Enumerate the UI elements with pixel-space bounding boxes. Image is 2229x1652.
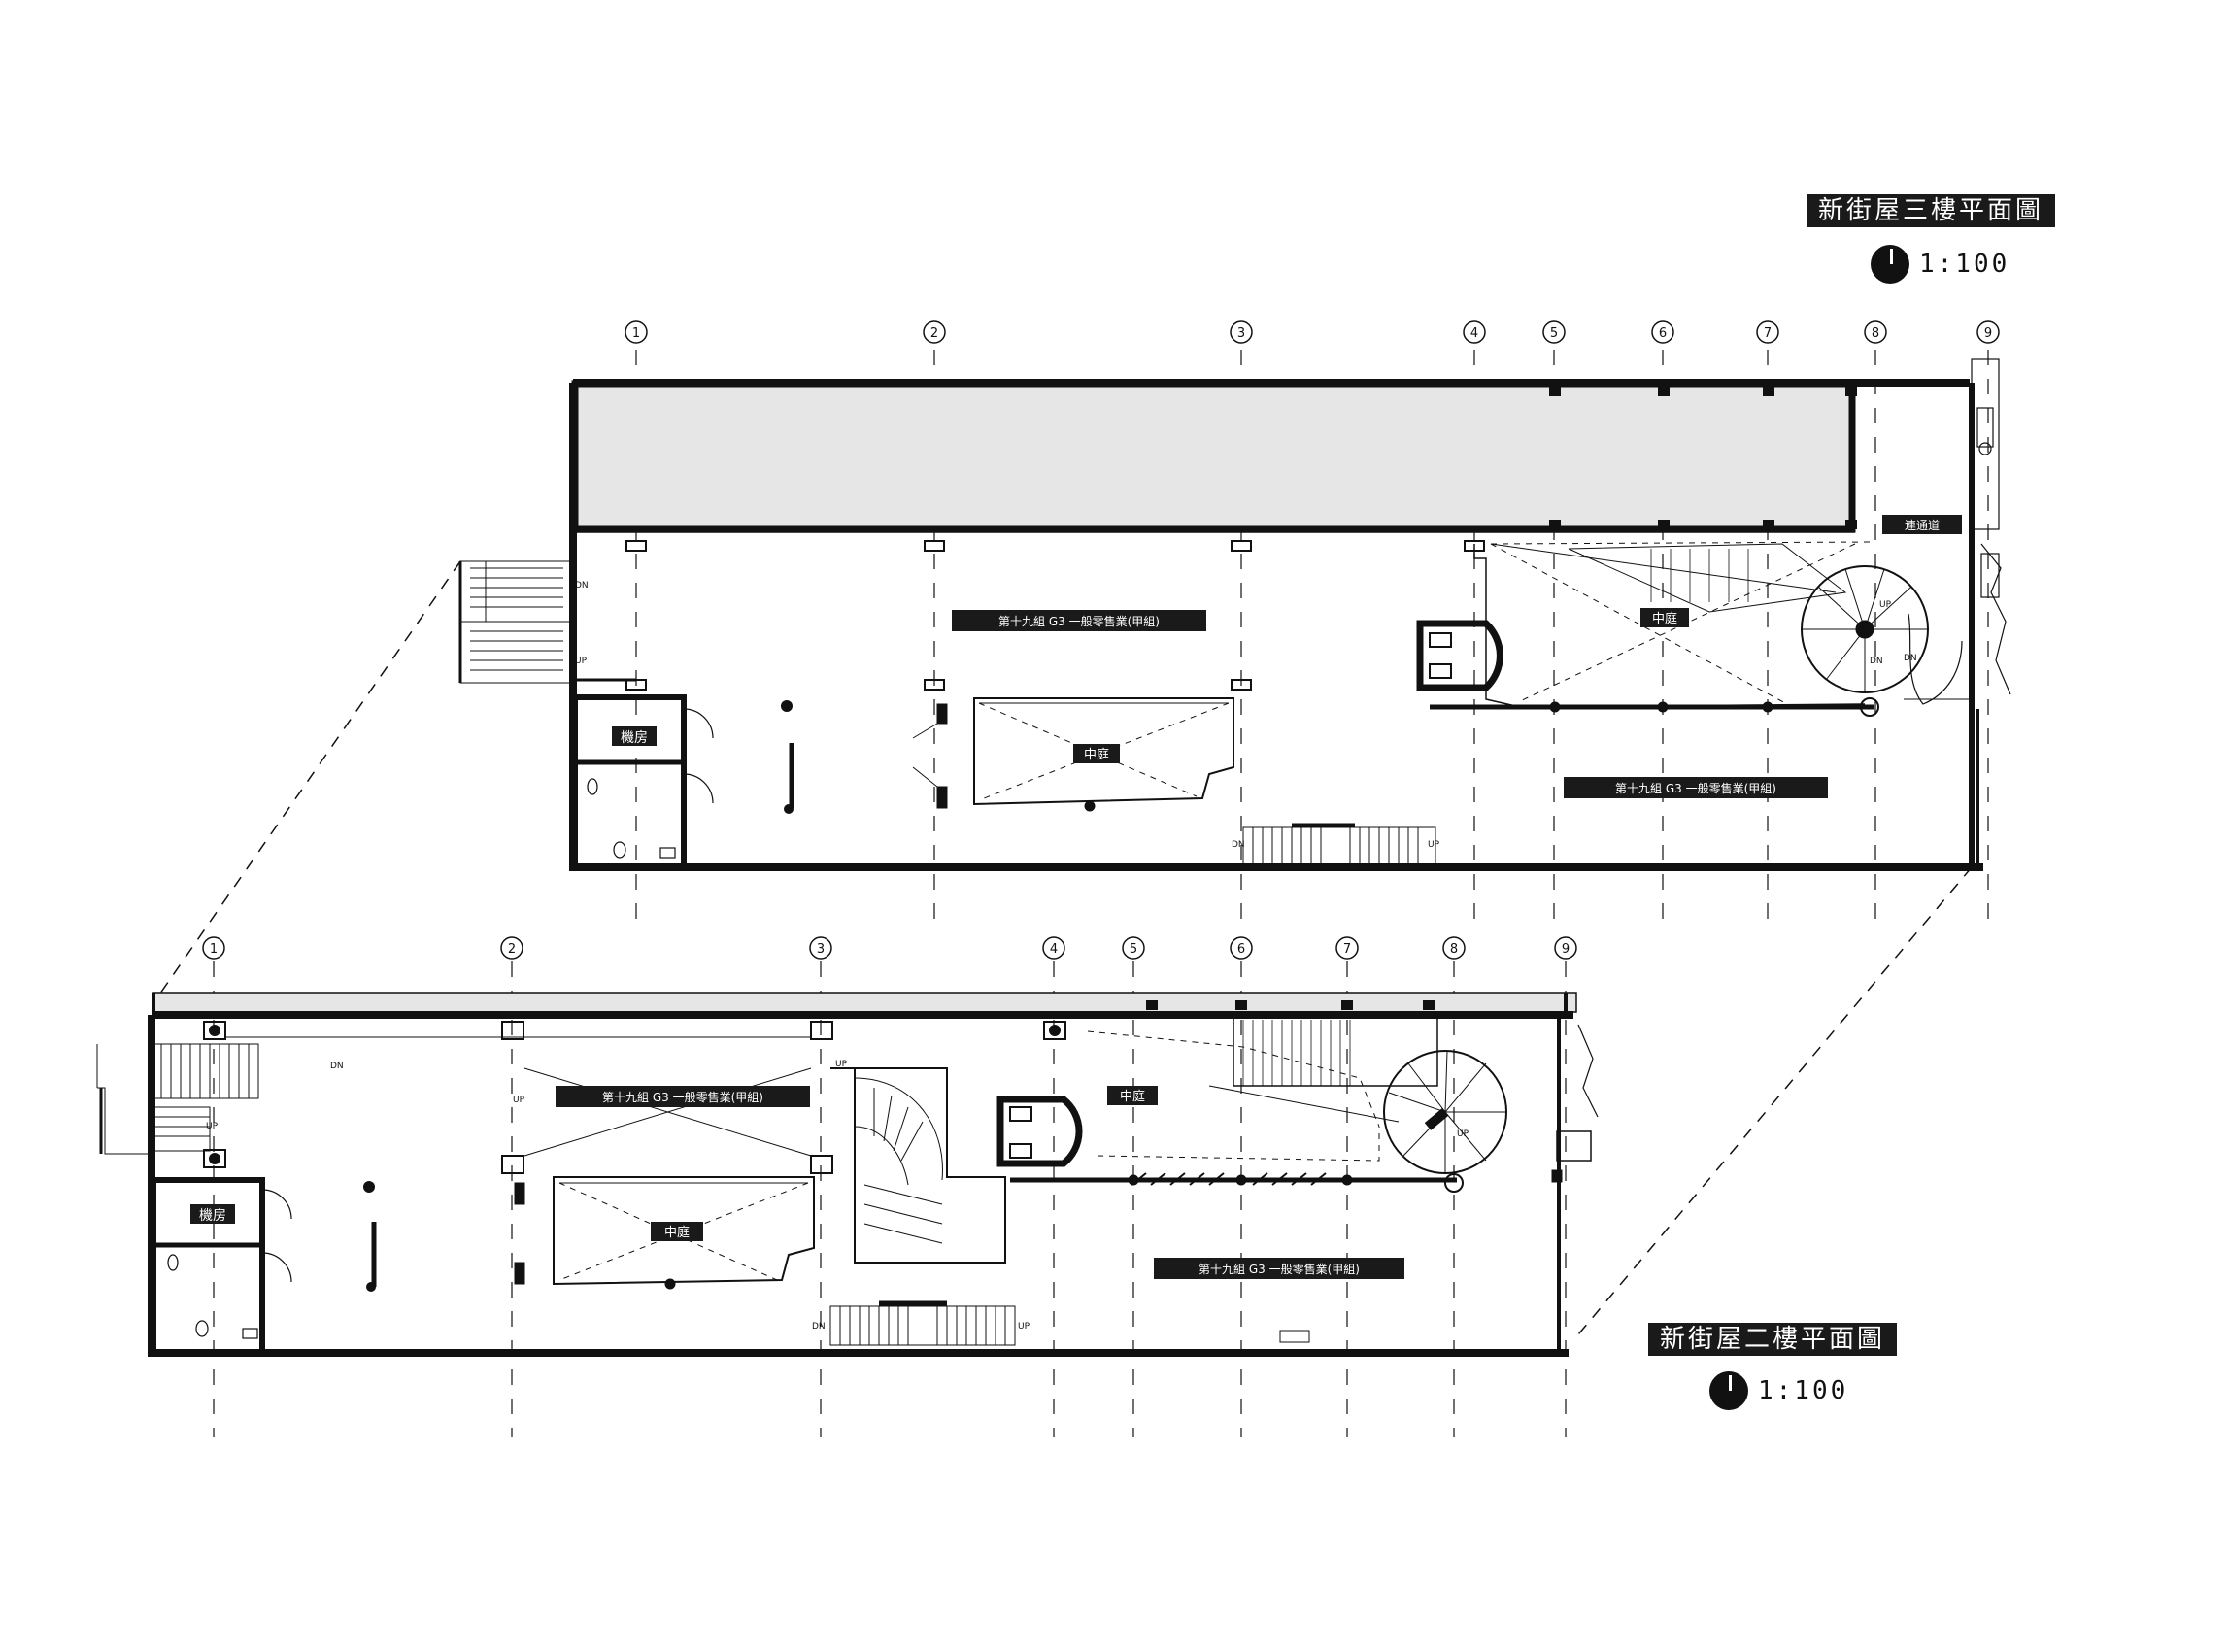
floor2-scale-value: 1:100 xyxy=(1758,1376,1849,1405)
floor2-stair-dn-center: DN xyxy=(812,1322,826,1332)
floor2-retail-upper-tag xyxy=(556,1086,810,1107)
floor3-grid-3: 3 xyxy=(1237,326,1245,341)
floor3-spiral-up: UP xyxy=(1879,600,1892,610)
floor2-grid-bubbles xyxy=(202,936,1577,960)
floor3-atrium-right-label: 中庭 xyxy=(1652,611,1677,626)
floor2-retail-lower-tag xyxy=(1154,1258,1404,1279)
floor2-atrium-left-tag xyxy=(651,1222,703,1241)
floor2-grid-8: 8 xyxy=(1450,942,1458,957)
floor2-atrium-left-label: 中庭 xyxy=(664,1225,690,1240)
floor2-atrium-right-tag xyxy=(1107,1086,1158,1105)
floor2-spiral-up: UP xyxy=(1457,1129,1469,1139)
floor3-retail-lower-tag xyxy=(1564,777,1828,798)
floor2-grid-9: 9 xyxy=(1562,942,1570,957)
floor3-central-stair xyxy=(1242,823,1436,865)
floor2-scale: 1:100 xyxy=(1709,1371,1848,1410)
floor3-grid-5: 5 xyxy=(1550,326,1558,341)
floor3-grid-1: 1 xyxy=(632,326,640,341)
floor2-stair-up-center: UP xyxy=(1018,1322,1030,1332)
floor3-spiral-dn-2: DN xyxy=(1904,654,1917,663)
floor3-stair-up-left: UP xyxy=(575,657,588,666)
floor3-retail-upper-label: 第十九組 G3 一般零售業(甲組) xyxy=(998,614,1160,628)
floor3-grid-7: 7 xyxy=(1764,326,1772,341)
floor2-column-brackets xyxy=(203,1021,1066,1174)
floor3-spiral-dn: DN xyxy=(1870,657,1883,666)
floor3-corridor-tag xyxy=(1882,515,1962,534)
floor3-retail-lower-label: 第十九組 G3 一般零售業(甲組) xyxy=(1615,781,1776,795)
floor3-grid-8: 8 xyxy=(1872,326,1879,341)
floor3-machine-room-label: 機房 xyxy=(621,730,648,746)
floor3-atrium-right xyxy=(1430,541,2011,717)
floor3-grid-4: 4 xyxy=(1470,326,1478,341)
floor3-kiosk xyxy=(1416,620,1503,691)
floor3-atrium-left-label: 中庭 xyxy=(1084,747,1109,762)
floor3-grid-2: 2 xyxy=(930,326,938,341)
floor2-exterior-stair xyxy=(96,1043,259,1155)
floor2-grid-numbers: 1 2 3 4 5 6 7 8 9 xyxy=(210,942,1570,957)
floor2-atrium-right-label: 中庭 xyxy=(1120,1089,1145,1104)
floor2-central-stair xyxy=(829,1300,1016,1346)
floor3-grid-bubbles xyxy=(625,320,2000,344)
floor2-grid-3: 3 xyxy=(817,942,825,957)
floor2-grid-7: 7 xyxy=(1343,942,1351,957)
floor3-service-core xyxy=(572,694,714,870)
floor2-atrium-right xyxy=(1010,1015,1599,1193)
floor2-retail-upper-label: 第十九組 G3 一般零售業(甲組) xyxy=(602,1090,763,1104)
floor3-stair-up-center: UP xyxy=(1428,840,1440,850)
floor3-stair-dn-center: DN xyxy=(1232,840,1245,850)
floor2-stair-up-left: UP xyxy=(206,1122,219,1131)
floor2-shaded-strip xyxy=(152,992,1577,1013)
floor3-exterior-stair xyxy=(458,560,574,684)
floor3-atrium-right-tag xyxy=(1640,608,1689,627)
floor3-stair-dn-left: DN xyxy=(575,581,589,590)
floor2-grid-6: 6 xyxy=(1237,942,1245,957)
floor2-title: 新街屋二樓平面圖 xyxy=(1648,1323,1898,1356)
floor2-retail-lower-label: 第十九組 G3 一般零售業(甲組) xyxy=(1199,1262,1360,1276)
floor2-kiosk xyxy=(996,1096,1083,1167)
floor2-grid-2: 2 xyxy=(508,942,516,957)
floor3-atrium-left-tag xyxy=(1073,744,1120,763)
floor2-machine-room-tag xyxy=(190,1204,235,1224)
floor3-grid-numbers: 1 2 3 4 5 6 7 8 9 xyxy=(632,326,1992,341)
north-arrow-icon xyxy=(1871,245,1909,284)
floor2-grid-5: 5 xyxy=(1130,942,1137,957)
floor3-retail-upper-tag xyxy=(952,610,1206,631)
floor2-stair-dn-left: DN xyxy=(330,1062,344,1071)
floor2-gridlines xyxy=(213,961,1567,1437)
floor3-scale-value: 1:100 xyxy=(1919,250,2010,279)
floor3-columns xyxy=(1549,387,1857,529)
floor3-grid-9: 9 xyxy=(1984,326,1992,341)
floor2-grid-1: 1 xyxy=(210,942,218,957)
floor3-title: 新街屋三樓平面圖 xyxy=(1807,194,2056,227)
floor3-plan: 1 2 3 4 5 6 7 8 9 xyxy=(458,320,2011,923)
floor3-machine-room-tag xyxy=(612,726,657,746)
north-arrow-icon xyxy=(1709,1371,1748,1410)
floor2-curved-stair xyxy=(830,1067,1006,1264)
floor3-side-annex xyxy=(1971,358,2000,867)
floor2-plan: 1 2 3 4 5 6 7 8 9 xyxy=(96,936,1599,1437)
floor3-scale: 1:100 xyxy=(1871,245,2009,284)
floor3-corridor-label: 連通道 xyxy=(1905,519,1940,532)
floor3-shaded-band xyxy=(571,380,1856,533)
floor2-grid-4: 4 xyxy=(1050,942,1058,957)
floor2-machine-room-label: 機房 xyxy=(199,1208,226,1224)
floor2-curved-stair-up: UP xyxy=(835,1060,848,1069)
floor2-stair-up-mid: UP xyxy=(513,1096,525,1105)
floor3-grid-6: 6 xyxy=(1659,326,1667,341)
floor2-columns xyxy=(1146,1000,1435,1010)
floor-projection-lines xyxy=(154,560,1973,1341)
floor2-service-core xyxy=(151,1177,292,1356)
